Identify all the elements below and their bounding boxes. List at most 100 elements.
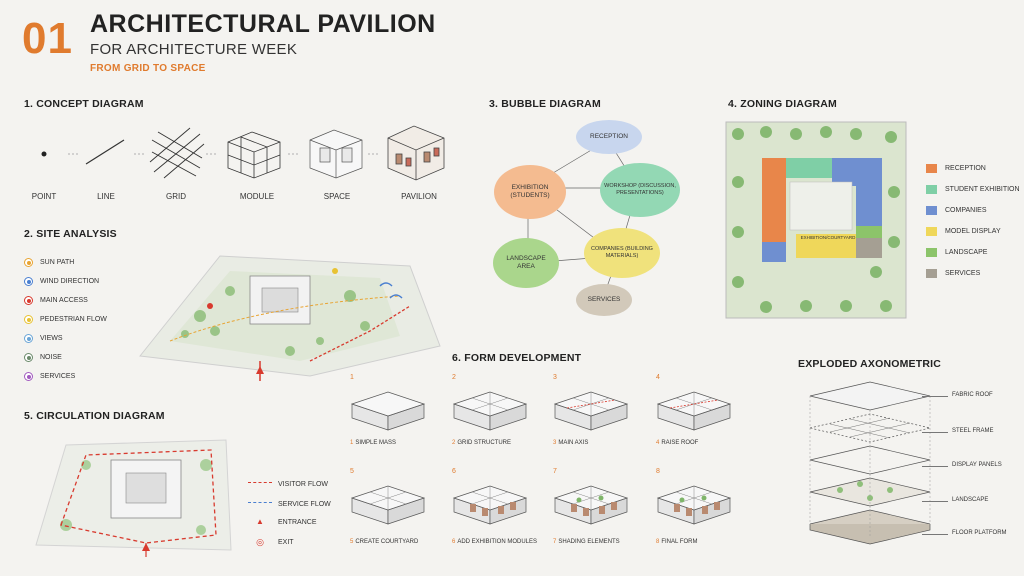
zone-swatch bbox=[926, 206, 937, 215]
site-legend-item: PEDESTRIAN FLOW bbox=[24, 315, 107, 324]
form-step-number: 7 bbox=[553, 468, 557, 475]
line-graphic bbox=[85, 139, 125, 165]
visitor-flow-icon bbox=[248, 482, 272, 490]
form-step-caption-label: CREATE COURTYARD bbox=[355, 539, 419, 545]
form-step-caption-number: 1 bbox=[350, 440, 354, 446]
concept-label-grid: GRID bbox=[166, 192, 186, 201]
form-step-model bbox=[656, 485, 732, 525]
zoning-legend-item: LANDSCAPE bbox=[926, 248, 987, 257]
bubble-reception: RECEPTION bbox=[576, 120, 642, 154]
zoning-legend-item: SERVICES bbox=[926, 269, 980, 278]
zoning-legend-label: RECEPTION bbox=[945, 165, 986, 172]
form-step-number: 2 bbox=[452, 374, 456, 381]
zoning-legend-item: MODEL DISPLAY bbox=[926, 227, 1001, 236]
form-step-caption-label: ADD EXHIBITION MODULES bbox=[457, 539, 538, 545]
exit-icon: ◎ bbox=[256, 537, 264, 547]
zoning-legend-item: RECEPTION bbox=[926, 164, 986, 173]
exploded-layer-label: DISPLAY PANELS bbox=[952, 462, 1002, 468]
form-step-caption-label: FINAL FORM bbox=[661, 539, 698, 545]
form-step-number: 5 bbox=[350, 468, 354, 475]
site-legend-label: PEDESTRIAN FLOW bbox=[40, 316, 107, 323]
exploded-layer-label: FABRIC ROOF bbox=[952, 392, 993, 398]
form-step-number: 3 bbox=[553, 374, 557, 381]
form-step-caption-number: 4 bbox=[656, 440, 660, 446]
form-step-model bbox=[452, 485, 528, 525]
form-step-model bbox=[553, 485, 629, 525]
space-graphic bbox=[309, 129, 363, 179]
site-heading: 2. SITE ANALYSIS bbox=[24, 228, 117, 240]
form-step-caption-number: 2 bbox=[452, 440, 456, 446]
grid-graphic bbox=[149, 127, 205, 179]
form-step-model bbox=[452, 391, 528, 431]
exploded-leader-line bbox=[922, 534, 948, 535]
exploded-leader-line bbox=[922, 501, 948, 502]
form-step-caption-label: MAIN AXIS bbox=[558, 440, 589, 446]
point-graphic bbox=[41, 151, 47, 157]
form-step-caption-label: SIMPLE MASS bbox=[355, 440, 397, 446]
sheet-number: 01 bbox=[22, 14, 73, 63]
form-step-caption-label: GRID STRUCTURE bbox=[457, 440, 512, 446]
bubble-services: SERVICES bbox=[576, 284, 632, 316]
circulation-legend-label: VISITOR FLOW bbox=[278, 480, 329, 488]
circulation-legend-item: ◎EXIT bbox=[248, 537, 294, 547]
concept-diagram bbox=[41, 125, 445, 181]
arrow-icon bbox=[24, 296, 33, 305]
exploded-axonometric bbox=[809, 381, 931, 545]
exploded-heading: EXPLODED AXONOMETRIC bbox=[798, 358, 942, 370]
zoning-legend-label: LANDSCAPE bbox=[945, 249, 988, 256]
form-step-caption-number: 3 bbox=[553, 440, 557, 446]
zone-swatch bbox=[926, 185, 937, 194]
zoning-legend-item: COMPANIES bbox=[926, 206, 987, 215]
site-legend-label: SERVICES bbox=[40, 373, 76, 380]
circulation-legend-label: SERVICE FLOW bbox=[278, 500, 331, 508]
zoning-courtyard-label: EXHIBITION/COURTYARD bbox=[800, 235, 856, 240]
circulation-heading: 5. CIRCULATION DIAGRAM bbox=[24, 410, 165, 422]
concept-label-space: SPACE bbox=[323, 192, 351, 201]
zoning-legend-label: SERVICES bbox=[945, 270, 981, 277]
zoning-heading: 4. ZONING DIAGRAM bbox=[728, 98, 837, 110]
form-step-caption-number: 5 bbox=[350, 539, 354, 545]
concept-label-point: POINT bbox=[31, 192, 57, 201]
zoning-plan bbox=[725, 121, 907, 319]
bubble-exhibition: EXHIBITION (STUDENTS) bbox=[494, 165, 566, 219]
concept-label-pavilion: PAVILION bbox=[401, 192, 437, 201]
site-analysis-map bbox=[139, 255, 441, 381]
form-step-caption-number: 7 bbox=[553, 539, 557, 545]
zoning-legend-label: STUDENT EXHIBITION bbox=[945, 186, 1020, 193]
bubble-workshop: WORKSHOP (DISCUSSION, PRESENTATIONS) bbox=[600, 163, 680, 217]
form-step-number: 4 bbox=[656, 374, 660, 381]
concept-label-module: MODULE bbox=[239, 192, 275, 201]
noise-icon bbox=[24, 353, 33, 362]
form-step-number: 8 bbox=[656, 468, 660, 475]
page-tagline: FROM GRID TO SPACE bbox=[90, 63, 206, 74]
circulation-legend-item: VISITOR FLOW bbox=[248, 478, 328, 490]
site-legend-item: MAIN ACCESS bbox=[24, 296, 88, 305]
entrance-icon: ▲ bbox=[256, 517, 264, 526]
pavilion-graphic bbox=[387, 125, 445, 181]
zoning-legend-label: COMPANIES bbox=[945, 207, 987, 214]
form-step-number: 6 bbox=[452, 468, 456, 475]
circulation-map bbox=[35, 439, 232, 557]
site-legend-item: SERVICES bbox=[24, 372, 75, 381]
exploded-layer-label: FLOOR PLATFORM bbox=[952, 530, 1007, 536]
service-icon bbox=[24, 372, 33, 381]
site-legend-item: SUN PATH bbox=[24, 258, 74, 267]
zoning-legend-item: STUDENT EXHIBITION bbox=[926, 185, 1020, 194]
form-step-caption-number: 6 bbox=[452, 539, 456, 545]
form-step-model bbox=[553, 391, 629, 431]
exploded-leader-line bbox=[922, 396, 948, 397]
zoning-legend-label: MODEL DISPLAY bbox=[945, 228, 1001, 235]
site-legend-item: NOISE bbox=[24, 353, 62, 362]
module-graphic bbox=[227, 131, 281, 179]
site-legend-label: NOISE bbox=[40, 354, 62, 361]
form-step-model bbox=[350, 485, 426, 525]
eye-icon bbox=[24, 334, 33, 343]
sun-icon bbox=[24, 258, 33, 267]
form-step-caption-label: RAISE ROOF bbox=[661, 440, 699, 446]
